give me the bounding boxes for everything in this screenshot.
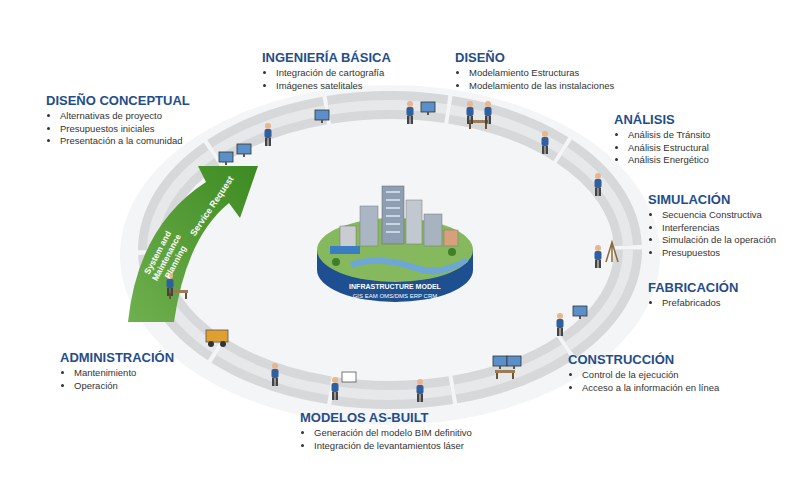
stage-heading: MODELOS AS-BUILT [300, 410, 472, 425]
stage-item: Simulación de la operación [662, 234, 776, 247]
stage-heading: INGENIERÍA BÁSICA [262, 50, 391, 65]
stage-item: Interferencias [662, 222, 776, 235]
stage-item: Integración de levantamientos láser [314, 440, 472, 453]
stage-item: Modelamiento de las instalaciones [469, 80, 614, 93]
stage-item: Control de la ejecución [582, 369, 719, 382]
stage-item: Acceso a la información en línea [582, 382, 719, 395]
stage-item: Operación [74, 380, 174, 393]
city-model [317, 186, 473, 302]
bullet-list: Secuencia ConstructivaInterferenciasSimu… [648, 209, 776, 259]
bullet-list: Análisis de TránsitoAnálisis Estructural… [614, 129, 710, 167]
stage-item: Análisis Estructural [628, 142, 710, 155]
stage-heading: SIMULACIÓN [648, 192, 776, 207]
stage-group: DISEÑO Modelamiento EstructurasModelamien… [455, 50, 614, 92]
stage-heading: ANÁLISIS [614, 112, 710, 127]
bullet-list: Alternativas de proyectoPresupuestos ini… [46, 110, 190, 148]
stage-group: DISEÑO CONCEPTUAL Alternativas de proyect… [46, 93, 190, 148]
stage-item: Secuencia Constructiva [662, 209, 776, 222]
stage-item: Generación del modelo BIM definitivo [314, 427, 472, 440]
stage-group: FABRICACIÓN Prefabricados [648, 280, 738, 310]
stage-item: Mantenimiento [74, 367, 174, 380]
stage-heading: CONSTRUCCIÓN [568, 352, 719, 367]
ring-figures [167, 101, 619, 402]
stage-group: INGENIERÍA BÁSICA Integración de cartogra… [262, 50, 391, 92]
model-label: GIS EAM OMS/DMS ERP CRM [325, 293, 465, 300]
bullet-list: MantenimientoOperación [60, 367, 174, 392]
bullet-list: Integración de cartografíaImágenes satel… [262, 67, 391, 92]
stage-heading: DISEÑO CONCEPTUAL [46, 93, 190, 108]
stage-heading: ADMINISTRACIÓN [60, 350, 174, 365]
stage-item: Integración de cartografía [276, 67, 391, 80]
stage-item: Imágenes satelitales [276, 80, 391, 93]
ring-highlight [152, 105, 628, 395]
stage-heading: FABRICACIÓN [648, 280, 738, 295]
ground [120, 85, 660, 425]
green-arrow [128, 166, 258, 322]
stage-group: CONSTRUCCIÓN Control de la ejecuciónAcces… [568, 352, 719, 394]
stage-item: Análisis Energético [628, 154, 710, 167]
stage-item: Modelamiento Estructuras [469, 67, 614, 80]
bullet-list: Control de la ejecuciónAcceso a la infor… [568, 369, 719, 394]
stage-group: ADMINISTRACIÓN MantenimientoOperación [60, 350, 174, 392]
stage-heading: DISEÑO [455, 50, 614, 65]
bullet-list: Generación del modelo BIM definitivoInte… [300, 427, 472, 452]
stage-group: MODELOS AS-BUILT Generación del modelo BI… [300, 410, 472, 452]
stage-group: SIMULACIÓN Secuencia ConstructivaInterfer… [648, 192, 776, 259]
model-label: INFRASTRUCTURE MODEL [325, 283, 465, 291]
stage-item: Análisis de Tránsito [628, 129, 710, 142]
stage-item: Presupuestos [662, 247, 776, 260]
bullet-list: Prefabricados [648, 297, 738, 310]
stage-item: Presentación a la comunidad [60, 135, 190, 148]
stage-group: ANÁLISIS Análisis de TránsitoAnálisis Est… [614, 112, 710, 167]
stage-item: Prefabricados [662, 297, 738, 310]
stage-item: Presupuestos iniciales [60, 123, 190, 136]
bullet-list: Modelamiento EstructurasModelamiento de … [455, 67, 614, 92]
stage-item: Alternativas de proyecto [60, 110, 190, 123]
lifecycle-ring [152, 105, 628, 395]
